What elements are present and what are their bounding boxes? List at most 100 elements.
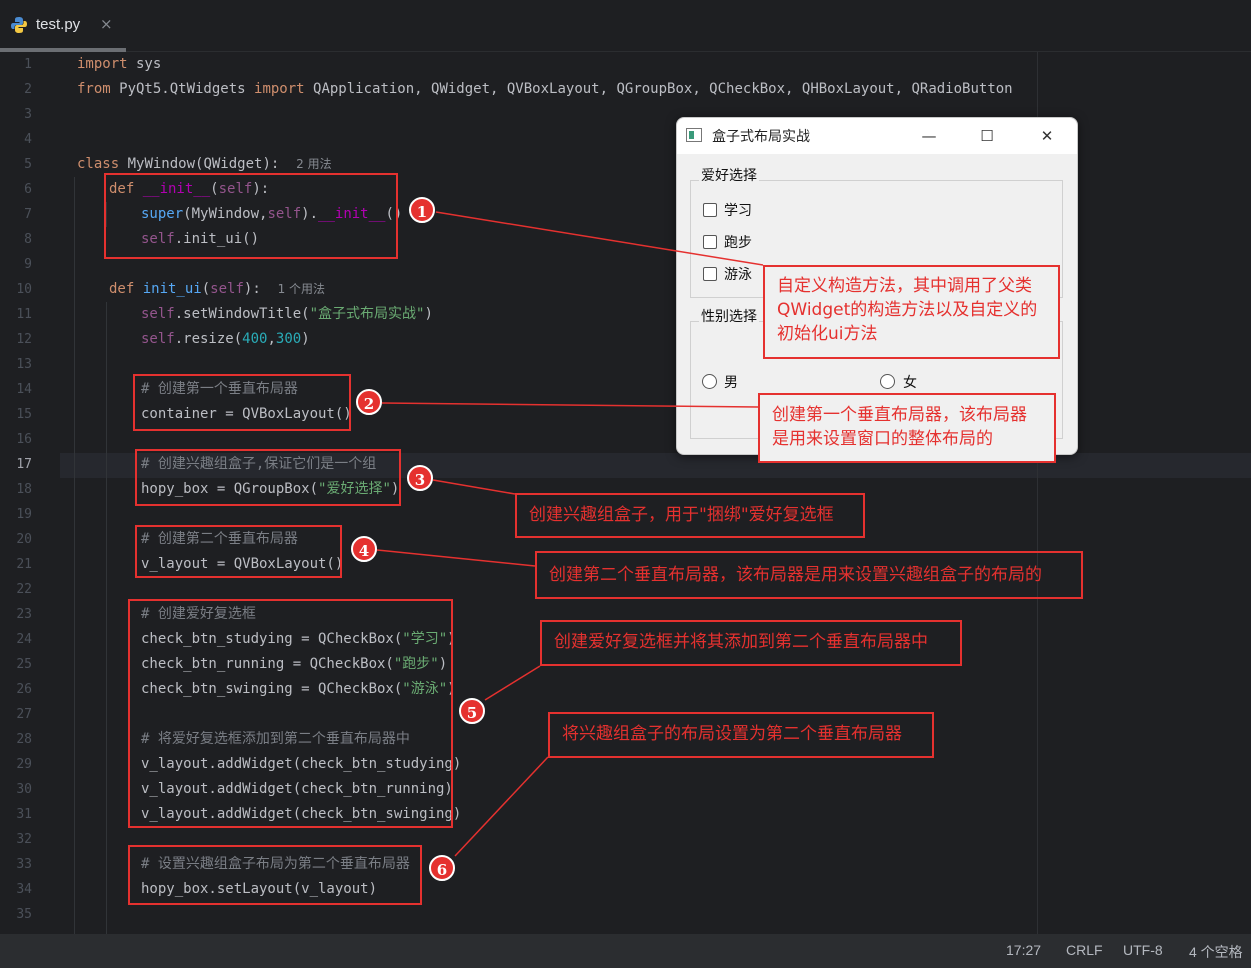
line-number: 33 bbox=[16, 857, 32, 872]
indent-guide bbox=[106, 202, 107, 227]
code-line-30: v_layout.addWidget(check_btn_running) bbox=[141, 781, 453, 797]
line-number: 12 bbox=[16, 332, 32, 347]
window-close-button[interactable]: ✕ bbox=[1040, 127, 1054, 145]
callout-1: 自定义构造方法，其中调用了父类 QWidget的构造方法以及自定义的 初始化ui… bbox=[763, 265, 1060, 359]
code-line-10: def init_ui(self): 1 个用法 bbox=[109, 281, 326, 297]
checkbox-study[interactable] bbox=[703, 203, 717, 217]
code-line-18: hopy_box = QGroupBox("爱好选择") bbox=[141, 481, 400, 497]
line-number: 31 bbox=[16, 807, 32, 822]
line-number: 35 bbox=[16, 907, 32, 922]
checkbox-swim-label[interactable]: 游泳 bbox=[724, 267, 752, 283]
line-number: 6 bbox=[24, 182, 32, 197]
gender-group-title: 性别选择 bbox=[699, 306, 759, 326]
checkbox-swim[interactable] bbox=[703, 267, 717, 281]
code-line-5: class MyWindow(QWidget): 2 用法 bbox=[77, 156, 332, 172]
line-number: 9 bbox=[24, 257, 32, 272]
line-number: 21 bbox=[16, 557, 32, 572]
line-number: 2 bbox=[24, 82, 32, 97]
right-margin-guide bbox=[1037, 52, 1038, 934]
code-line-29: v_layout.addWidget(check_btn_studying) bbox=[141, 756, 462, 772]
code-line-17: # 创建兴趣组盒子,保证它们是一个组 bbox=[141, 456, 377, 472]
indent-guide bbox=[74, 177, 75, 934]
callout-6: 将兴趣组盒子的布局设置为第二个垂直布局器 bbox=[548, 712, 934, 758]
line-number: 17 bbox=[16, 457, 32, 472]
highlight-box-setlayout bbox=[128, 845, 422, 905]
highlight-box-container bbox=[133, 374, 351, 431]
code-line-12: self.resize(400,300) bbox=[141, 331, 310, 347]
code-line-15: container = QVBoxLayout() bbox=[141, 406, 352, 422]
cursor-position[interactable]: 17:27 bbox=[1006, 942, 1042, 958]
line-ending[interactable]: CRLF bbox=[1066, 942, 1103, 958]
code-line-20: # 创建第二个垂直布局器 bbox=[141, 531, 298, 547]
radio-male-label[interactable]: 男 bbox=[724, 375, 738, 391]
indent-guide bbox=[106, 302, 107, 934]
line-number: 5 bbox=[24, 157, 32, 172]
line-number: 29 bbox=[16, 757, 32, 772]
code-line-34: hopy_box.setLayout(v_layout) bbox=[141, 881, 378, 897]
line-number: 13 bbox=[16, 357, 32, 372]
status-bar: 17:27 CRLF UTF-8 4 个空格 bbox=[0, 934, 1251, 968]
annotation-badge-3: 3 bbox=[407, 465, 433, 491]
tab-filename: test.py bbox=[36, 16, 81, 33]
maximize-button[interactable]: ☐ bbox=[980, 127, 994, 145]
highlight-box-groupbox bbox=[135, 449, 401, 506]
callout-5: 创建爱好复选框并将其添加到第二个垂直布局器中 bbox=[540, 620, 962, 666]
hobby-group-title: 爱好选择 bbox=[699, 165, 759, 185]
code-line-8: self.init_ui() bbox=[141, 231, 260, 247]
radio-female-label[interactable]: 女 bbox=[903, 375, 917, 391]
highlight-box-init bbox=[104, 173, 398, 259]
checkbox-run-label[interactable]: 跑步 bbox=[724, 235, 752, 251]
code-line-2: from PyQt5.QtWidgets import QApplication… bbox=[77, 81, 1013, 97]
code-line-14: # 创建第一个垂直布局器 bbox=[141, 381, 298, 397]
window-titlebar: 盒子式布局实战 — ☐ ✕ bbox=[677, 118, 1077, 154]
line-number: 27 bbox=[16, 707, 32, 722]
code-line-6: def __init__(self): bbox=[109, 181, 270, 197]
line-number: 25 bbox=[16, 657, 32, 672]
indent-setting[interactable]: 4 个空格 bbox=[1189, 944, 1243, 960]
code-line-23: # 创建爱好复选框 bbox=[141, 606, 256, 622]
line-number: 7 bbox=[24, 207, 32, 222]
line-number: 18 bbox=[16, 482, 32, 497]
window-title: 盒子式布局实战 bbox=[712, 129, 810, 145]
code-line-31: v_layout.addWidget(check_btn_swinging) bbox=[141, 806, 462, 822]
tab-close-icon[interactable]: × bbox=[100, 15, 113, 33]
checkbox-run[interactable] bbox=[703, 235, 717, 249]
highlight-box-vlayout bbox=[135, 525, 342, 578]
annotation-badge-2: 2 bbox=[356, 389, 382, 415]
radio-male[interactable] bbox=[702, 374, 717, 389]
annotation-badge-5: 5 bbox=[459, 698, 485, 724]
editor-tab-bar: test.py × bbox=[0, 0, 1251, 52]
file-encoding[interactable]: UTF-8 bbox=[1123, 942, 1163, 958]
line-number: 34 bbox=[16, 882, 32, 897]
highlight-box-checkboxes bbox=[128, 599, 453, 828]
minimize-button[interactable]: — bbox=[921, 127, 937, 145]
checkbox-study-label[interactable]: 学习 bbox=[724, 203, 752, 219]
line-number: 16 bbox=[16, 432, 32, 447]
code-line-25: check_btn_running = QCheckBox("跑步") bbox=[141, 656, 448, 672]
code-line-33: # 设置兴趣组盒子布局为第二个垂直布局器 bbox=[141, 856, 410, 872]
line-number: 1 bbox=[24, 57, 32, 72]
line-number: 20 bbox=[16, 532, 32, 547]
line-number: 10 bbox=[16, 282, 32, 297]
code-line-21: v_layout = QVBoxLayout() bbox=[141, 556, 344, 572]
line-number: 24 bbox=[16, 632, 32, 647]
radio-female[interactable] bbox=[880, 374, 895, 389]
code-line-11: self.setWindowTitle("盒子式布局实战") bbox=[141, 306, 433, 322]
code-content: import sys from PyQt5.QtWidgets import Q… bbox=[77, 52, 1013, 897]
line-number: 14 bbox=[16, 382, 32, 397]
line-number: 32 bbox=[16, 832, 32, 847]
line-number: 30 bbox=[16, 782, 32, 797]
line-number: 11 bbox=[16, 307, 32, 322]
callout-3: 创建兴趣组盒子，用于"捆绑"爱好复选框 bbox=[515, 493, 865, 538]
annotation-badge-1: 1 bbox=[409, 197, 435, 223]
tab-test-py[interactable]: test.py × bbox=[0, 0, 126, 52]
line-number: 3 bbox=[24, 107, 32, 122]
code-line-7: super(MyWindow,self).__init__() bbox=[141, 206, 403, 222]
line-number: 28 bbox=[16, 732, 32, 747]
line-number: 22 bbox=[16, 582, 32, 597]
usage-hint: 1 个用法 bbox=[277, 282, 326, 296]
line-number: 8 bbox=[24, 232, 32, 247]
annotation-badge-6: 6 bbox=[429, 855, 455, 881]
line-number: 19 bbox=[16, 507, 32, 522]
